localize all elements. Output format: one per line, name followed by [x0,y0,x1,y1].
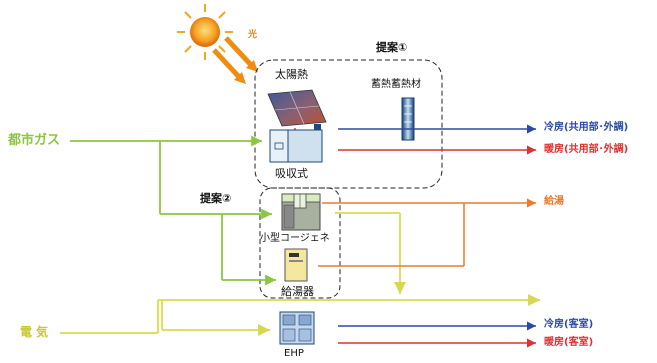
absorption-chiller-icon [269,124,323,163]
water-heater-icon [284,248,308,282]
thermal-storage-icon [401,97,415,141]
electricity-lines [60,212,540,336]
sun-icon [177,4,233,60]
cooling-room-label: 冷房(客室) [544,319,594,330]
solar-label: 太陽熱 [275,68,308,81]
ehp-icon [279,311,315,345]
storage-label: 蓄熱蓄熱材 [371,79,421,90]
hot-water-label: 給湯 [544,196,564,207]
heating-common-label: 暖房(共用部･外調) [544,144,629,155]
solar-panel-icon [267,89,327,127]
electricity-label: 電 気 [20,325,49,339]
proposal1-box [254,59,443,189]
cooling-common-label: 冷房(共用部･外調) [544,122,629,133]
heating-room-label: 暖房(客室) [544,337,594,348]
hot-water-lines [318,198,536,267]
proposal2-box [259,187,341,299]
sun-label: 光 [248,30,258,40]
absorption-label: 吸収式 [275,167,308,180]
proposal2-label: 提案② [200,192,232,205]
cogeneration-icon [281,193,321,231]
city-gas-label: 都市ガス [8,133,61,148]
cogeneration-label: 小型コージェネ [260,233,330,244]
proposal1-label: 提案① [376,41,408,54]
gas-lines [70,135,276,286]
sunlight-arrows [212,36,258,84]
water-heater-label: 給湯器 [281,285,314,298]
ehp-label: EHP [284,348,304,359]
